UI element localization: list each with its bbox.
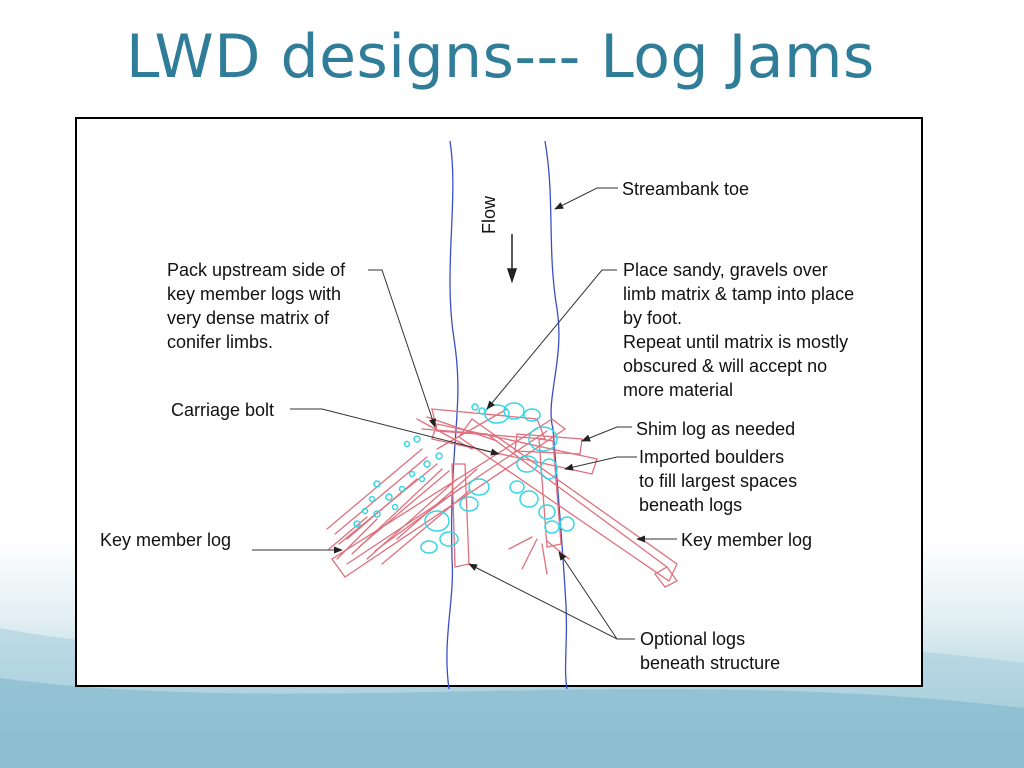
- flow-arrow: [506, 234, 518, 284]
- label-line: Pack upstream side of: [167, 260, 346, 280]
- label-streambank-toe: Streambank toe: [622, 179, 750, 199]
- label-pack-upstream: Pack upstream side of key member logs wi…: [167, 258, 345, 354]
- label-carriage-bolt: Carriage bolt: [171, 400, 275, 420]
- label-key-member-log-right: Key member log: [681, 530, 813, 550]
- leader-lines: [252, 187, 677, 640]
- label-imported-boulders: Imported boulders to fill largest spaces…: [639, 445, 797, 517]
- label-line: more material: [623, 380, 734, 400]
- label-optional-logs: Optional logs beneath structure: [640, 627, 780, 675]
- label-line: to fill largest spaces: [639, 471, 798, 491]
- label-line: conifer limbs.: [167, 332, 274, 352]
- label-line: beneath structure: [640, 653, 781, 673]
- label-line: Repeat until matrix is mostly: [623, 332, 849, 352]
- slide-title: LWD designs--- Log Jams: [126, 22, 875, 92]
- label-line: Optional logs: [640, 629, 746, 649]
- log-jam-diagram: Flow Streambank toe Pack upstream side o…: [75, 117, 923, 689]
- label-place-sandy: Place sandy, gravels over limb matrix & …: [623, 258, 854, 402]
- label-line: beneath logs: [639, 495, 743, 515]
- label-line: Imported boulders: [639, 447, 785, 467]
- label-line: key member logs with: [167, 284, 342, 304]
- label-line: limb matrix & tamp into place: [623, 284, 855, 304]
- boulders: [353, 402, 575, 554]
- diagram-drawing: [252, 140, 678, 689]
- flow-label: Flow: [479, 195, 499, 234]
- label-line: Place sandy, gravels over: [623, 260, 828, 280]
- logs: [326, 408, 678, 588]
- label-key-member-log-left: Key member log: [100, 530, 232, 550]
- label-line: by foot.: [623, 308, 683, 328]
- label-shim-log: Shim log as needed: [636, 419, 796, 439]
- label-line: obscured & will accept no: [623, 356, 828, 376]
- streambank-lines: [446, 140, 568, 689]
- label-line: very dense matrix of: [167, 308, 330, 328]
